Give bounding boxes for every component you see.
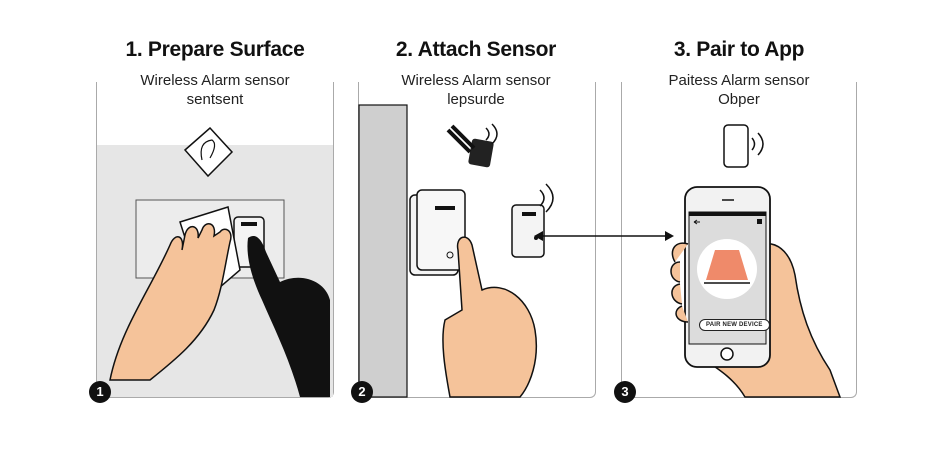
sensor-magnet-unit (511, 183, 554, 258)
step-1-subtitle: Wireless Alarm sensor sentsent (85, 71, 345, 109)
step-1-subtitle-line2: sentsent (186, 91, 244, 108)
step-1-badge: 1 (89, 381, 111, 403)
step-1-panel (96, 82, 334, 398)
step-2-title: 2. Attach Sensor (395, 38, 557, 61)
step-2-subtitle: Wireless Alarm sensor lepsurde (346, 71, 606, 109)
pair-new-device-button[interactable]: PAIR NEW DEVICE (699, 319, 770, 331)
hand-wiping (109, 206, 241, 381)
adhesive-tape-icon (446, 123, 498, 168)
door-frame (358, 104, 408, 398)
step-3-badge: 3 (614, 381, 636, 403)
step-1-title: 1. Prepare Surface (125, 38, 305, 61)
fingers (670, 242, 689, 323)
hand-pressing (442, 236, 538, 398)
step-3-panel (621, 82, 857, 398)
smartphone (684, 186, 771, 368)
step-1-subtitle-line1: Wireless Alarm sensor (140, 72, 290, 89)
step-2-badge: 2 (351, 381, 373, 403)
phone-signal-icon (723, 124, 764, 168)
step-3-subtitle-line2: Obper (718, 91, 760, 108)
pairing-arrow (534, 231, 674, 241)
step-3-subtitle-line1: Paitess Alarm sensor (668, 72, 810, 89)
step-2-subtitle-line2: lepsurde (447, 91, 505, 108)
step-2-subtitle-line1: Wireless Alarm sensor (401, 72, 551, 89)
sensor-main-unit (409, 189, 466, 276)
cleaning-wipe-icon (183, 126, 234, 178)
step-3-title: 3. Pair to App (673, 38, 805, 61)
hand-pressing-silhouette (247, 235, 330, 397)
